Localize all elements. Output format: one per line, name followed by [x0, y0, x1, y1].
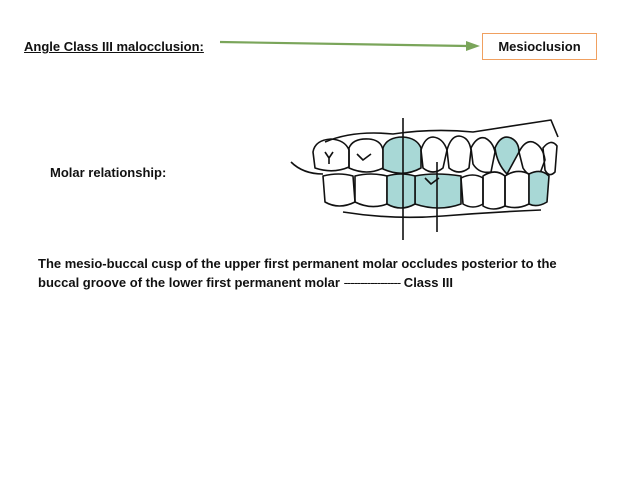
page-title: Angle Class III malocclusion: — [24, 39, 204, 54]
lower-premolar-2 — [386, 173, 416, 209]
class-label: Class III — [400, 275, 453, 290]
description-text: The mesio-buccal cusp of the upper first… — [38, 256, 557, 290]
description-dashes: ----------------- — [343, 275, 402, 290]
lower-molar-2 — [354, 173, 388, 208]
upper-incisor-1 — [470, 136, 496, 174]
lower-incisor — [504, 170, 530, 209]
mesioclusion-badge: Mesioclusion — [482, 33, 597, 60]
dental-occlusion-diagram — [290, 118, 559, 240]
arrow-icon — [219, 40, 480, 51]
upper-canine — [494, 136, 520, 175]
molar-relationship-label: Molar relationship: — [50, 165, 167, 180]
upper-premolar-1 — [446, 135, 472, 173]
upper-premolar-2 — [420, 136, 448, 173]
upper-first-molar — [382, 136, 422, 175]
lower-incisor-front — [528, 170, 550, 207]
upper-molar-3 — [312, 138, 350, 172]
upper-gum-outline — [324, 119, 559, 143]
upper-molar-2 — [348, 138, 384, 173]
lower-premolar-1 — [460, 174, 484, 208]
molar-relationship-description: The mesio-buccal cusp of the upper first… — [38, 254, 598, 292]
lower-canine — [482, 171, 506, 210]
upper-central-incisor — [542, 141, 558, 176]
lower-first-molar — [414, 173, 462, 209]
lower-gum-outline — [290, 161, 542, 219]
lower-molar-3 — [322, 173, 356, 207]
